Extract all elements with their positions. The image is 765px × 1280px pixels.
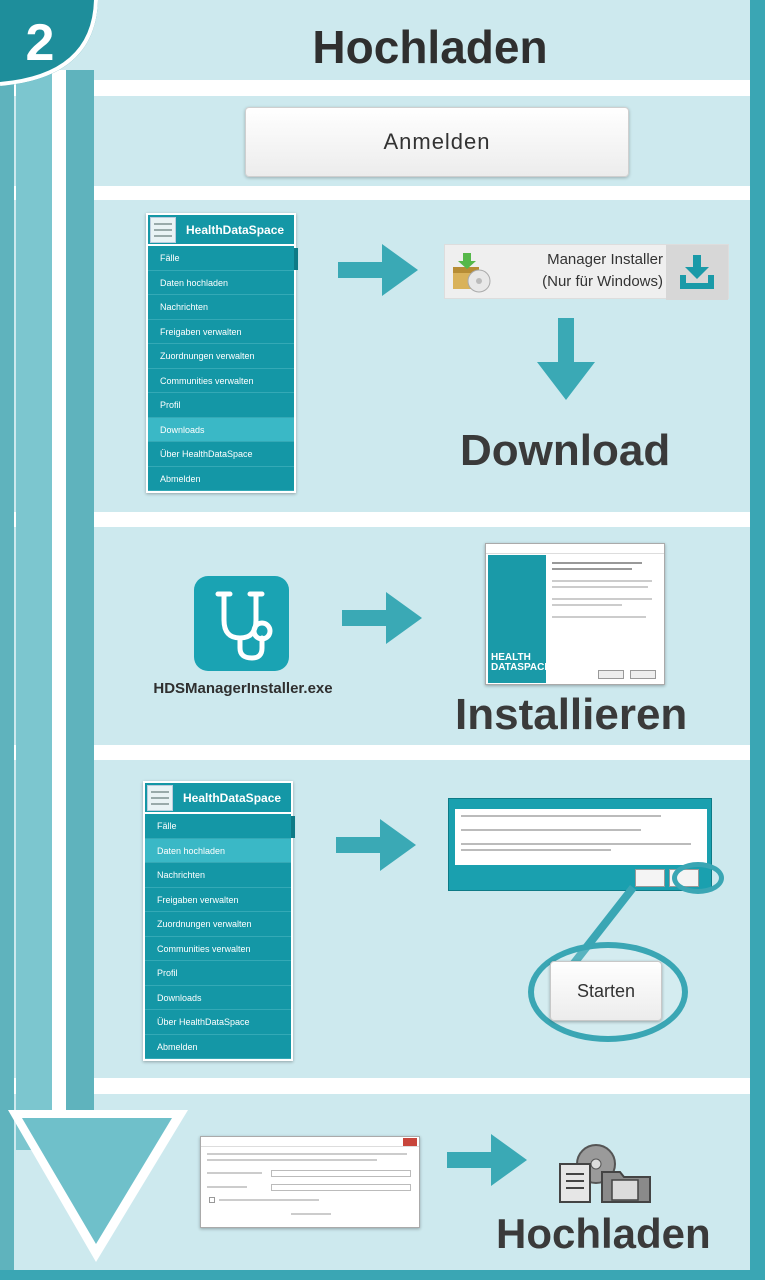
username-field[interactable] [271,1170,411,1177]
navigation-menu-upload: HealthDataSpace Fälle Daten hochladen Na… [143,781,295,1061]
step-number: 2 [26,14,55,72]
menu-item-zuordnungen[interactable]: Zuordnungen verwalten [148,344,294,369]
menu-item-daten-hochladen[interactable]: Daten hochladen [148,271,294,295]
hamburger-menu-icon[interactable] [150,216,176,243]
password-field[interactable] [271,1184,411,1191]
documents-disc-icon [559,1144,651,1203]
menu-item-faelle[interactable]: Fälle [148,246,294,271]
login-button[interactable]: Anmelden [245,107,629,177]
menu-brand: HealthDataSpace [183,790,282,805]
menu-item-profil[interactable]: Profil [148,393,294,418]
setup-next-button[interactable] [598,670,624,679]
installer-title: Manager Installer [547,251,663,268]
installer-file-name: HDSManagerInstaller.exe [153,680,333,697]
menu-item-communities[interactable]: Communities verwalten [145,937,291,961]
launch-dialog [448,798,712,891]
setup-cancel-button[interactable] [630,670,656,679]
install-label: Installieren [455,690,688,739]
setup-brand-line1: HEALTH [491,652,531,663]
installer-download-link[interactable]: Manager Installer (Nur für Windows) [444,244,729,300]
installer-subtitle: (Nur für Windows) [542,273,663,290]
step-number-badge: 2 [0,0,98,86]
menu-item-faelle[interactable]: Fälle [145,814,291,839]
menu-item-freigaben[interactable]: Freigaben verwalten [145,888,291,912]
installer-package-icon [453,253,491,293]
arrow-right-icon [447,1134,527,1186]
page-title: Hochladen [312,21,548,73]
menu-item-downloads[interactable]: Downloads [145,986,291,1010]
menu-item-freigaben[interactable]: Freigaben verwalten [148,320,294,344]
start-button[interactable]: Starten [550,961,662,1021]
right-rail [750,0,765,1280]
menu-item-profil[interactable]: Profil [145,961,291,986]
callout-ring-small [672,862,724,894]
menu-item-abmelden[interactable]: Abmelden [148,467,294,491]
upload-label: Hochladen [496,1210,711,1257]
left-rail [0,0,14,1280]
title-band [14,0,750,80]
menu-item-downloads[interactable]: Downloads [148,417,294,442]
hamburger-menu-icon[interactable] [147,784,173,811]
upload-login-window [200,1136,420,1228]
close-icon[interactable] [403,1138,417,1146]
arrow-right-icon [342,592,422,644]
dialog-cancel-button[interactable] [635,869,665,887]
setup-wizard-window: HEALTH DATASPACE [485,543,665,685]
setup-brand-line2: DATASPACE [491,662,551,673]
hds-manager-app-icon[interactable] [194,576,289,671]
menu-item-zuordnungen[interactable]: Zuordnungen verwalten [145,912,291,937]
menu-item-ueber[interactable]: Über HealthDataSpace [145,1010,291,1035]
menu-item-daten-hochladen[interactable]: Daten hochladen [145,838,291,863]
stethoscope-icon [215,591,273,661]
bottom-rail [0,1270,765,1280]
menu-brand: HealthDataSpace [186,222,285,237]
menu-item-nachrichten[interactable]: Nachrichten [148,295,294,320]
navigation-menu-download: HealthDataSpace Fälle Daten hochladen Na… [146,213,298,493]
remember-checkbox[interactable] [209,1197,215,1203]
flow-arrow-icon [8,70,188,1262]
menu-item-nachrichten[interactable]: Nachrichten [145,863,291,888]
menu-item-communities[interactable]: Communities verwalten [148,369,294,393]
arrow-down-icon [537,318,595,400]
download-label: Download [460,426,671,475]
menu-item-ueber[interactable]: Über HealthDataSpace [148,442,294,467]
download-icon [680,255,714,289]
arrow-right-icon [336,819,416,871]
arrow-right-icon [338,244,418,296]
menu-item-abmelden[interactable]: Abmelden [145,1035,291,1059]
